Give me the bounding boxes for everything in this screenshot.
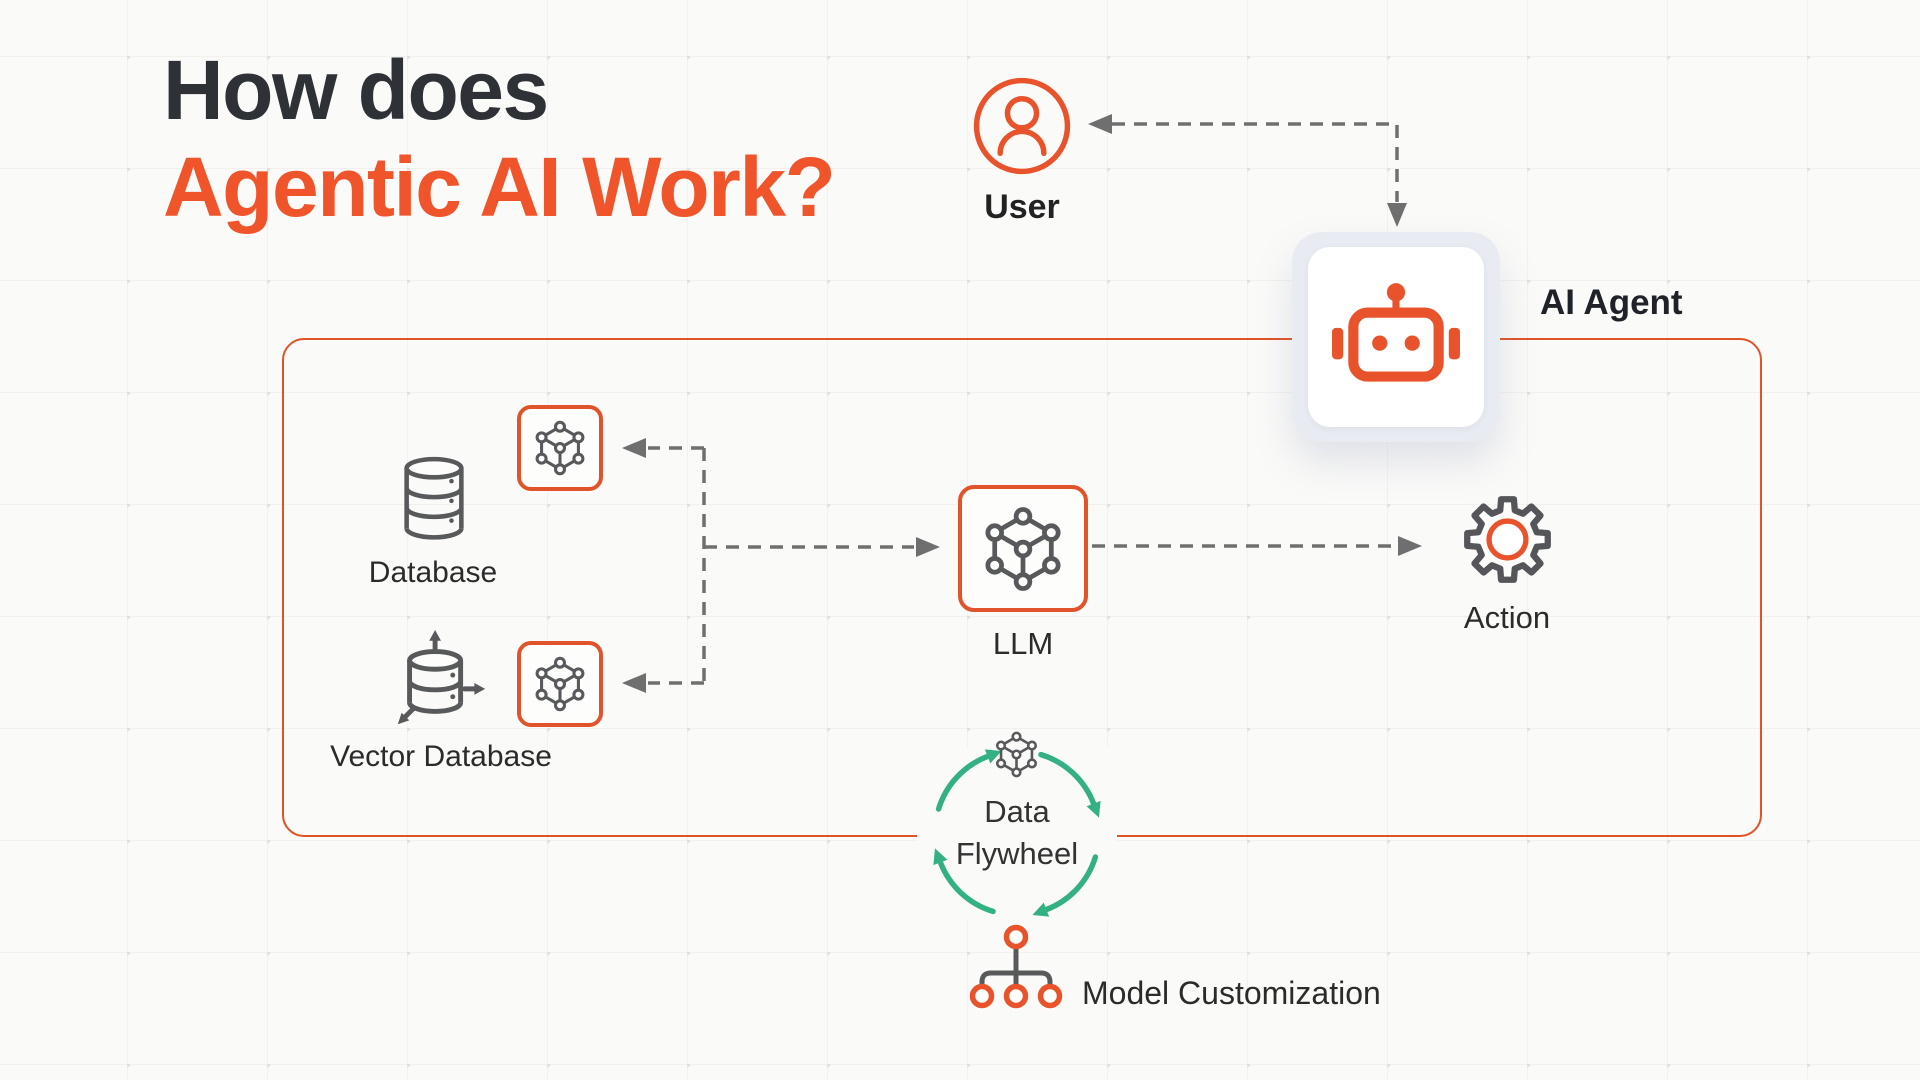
action-label: Action (1463, 600, 1551, 635)
ai-agent-card (1308, 247, 1484, 427)
cube-network-icon (980, 506, 1066, 592)
arrowhead-to-agent (1387, 203, 1407, 227)
llm-label: LLM (992, 626, 1054, 661)
model-customization-label: Model Customization (1082, 975, 1381, 1011)
database-label: Database (368, 556, 498, 589)
data-flywheel-label: Data Flywheel (917, 791, 1117, 875)
vector-database-label: Vector Database (330, 740, 552, 773)
cube-network-icon (532, 656, 588, 712)
database-node (396, 450, 472, 548)
model-customization-node (966, 924, 1066, 1016)
user-label: User (984, 188, 1060, 226)
cube-network-icon (532, 420, 588, 476)
user-node (972, 76, 1072, 176)
user-icon (973, 77, 1071, 175)
ai-agent-node (1292, 232, 1500, 442)
arrow-agent-to-user (1112, 122, 1399, 202)
title-line-2: Agentic AI Work? (163, 140, 836, 234)
llm-box (958, 485, 1088, 612)
flywheel-arrows-icon (933, 749, 1101, 917)
vector-database-module-box (517, 641, 603, 727)
ai-agent-label: AI Agent (1540, 283, 1683, 322)
action-node (1459, 491, 1556, 588)
vector-database-node (385, 628, 495, 736)
hierarchy-icon (969, 924, 1063, 1009)
database-module-box (517, 405, 603, 491)
data-flywheel-label-line2: Flywheel (955, 836, 1079, 871)
arrowhead-to-user (1088, 114, 1112, 134)
data-flywheel-label-line1: Data (984, 794, 1050, 829)
page-title: How does Agentic AI Work? (163, 42, 836, 236)
gear-icon (1464, 496, 1551, 583)
flywheel-cube (993, 731, 1040, 778)
title-line-1: How does (163, 43, 549, 137)
vector-database-icon (397, 629, 486, 725)
database-cylinder-icon (404, 456, 464, 540)
robot-icon (1332, 283, 1460, 382)
cube-network-icon (993, 731, 1040, 778)
